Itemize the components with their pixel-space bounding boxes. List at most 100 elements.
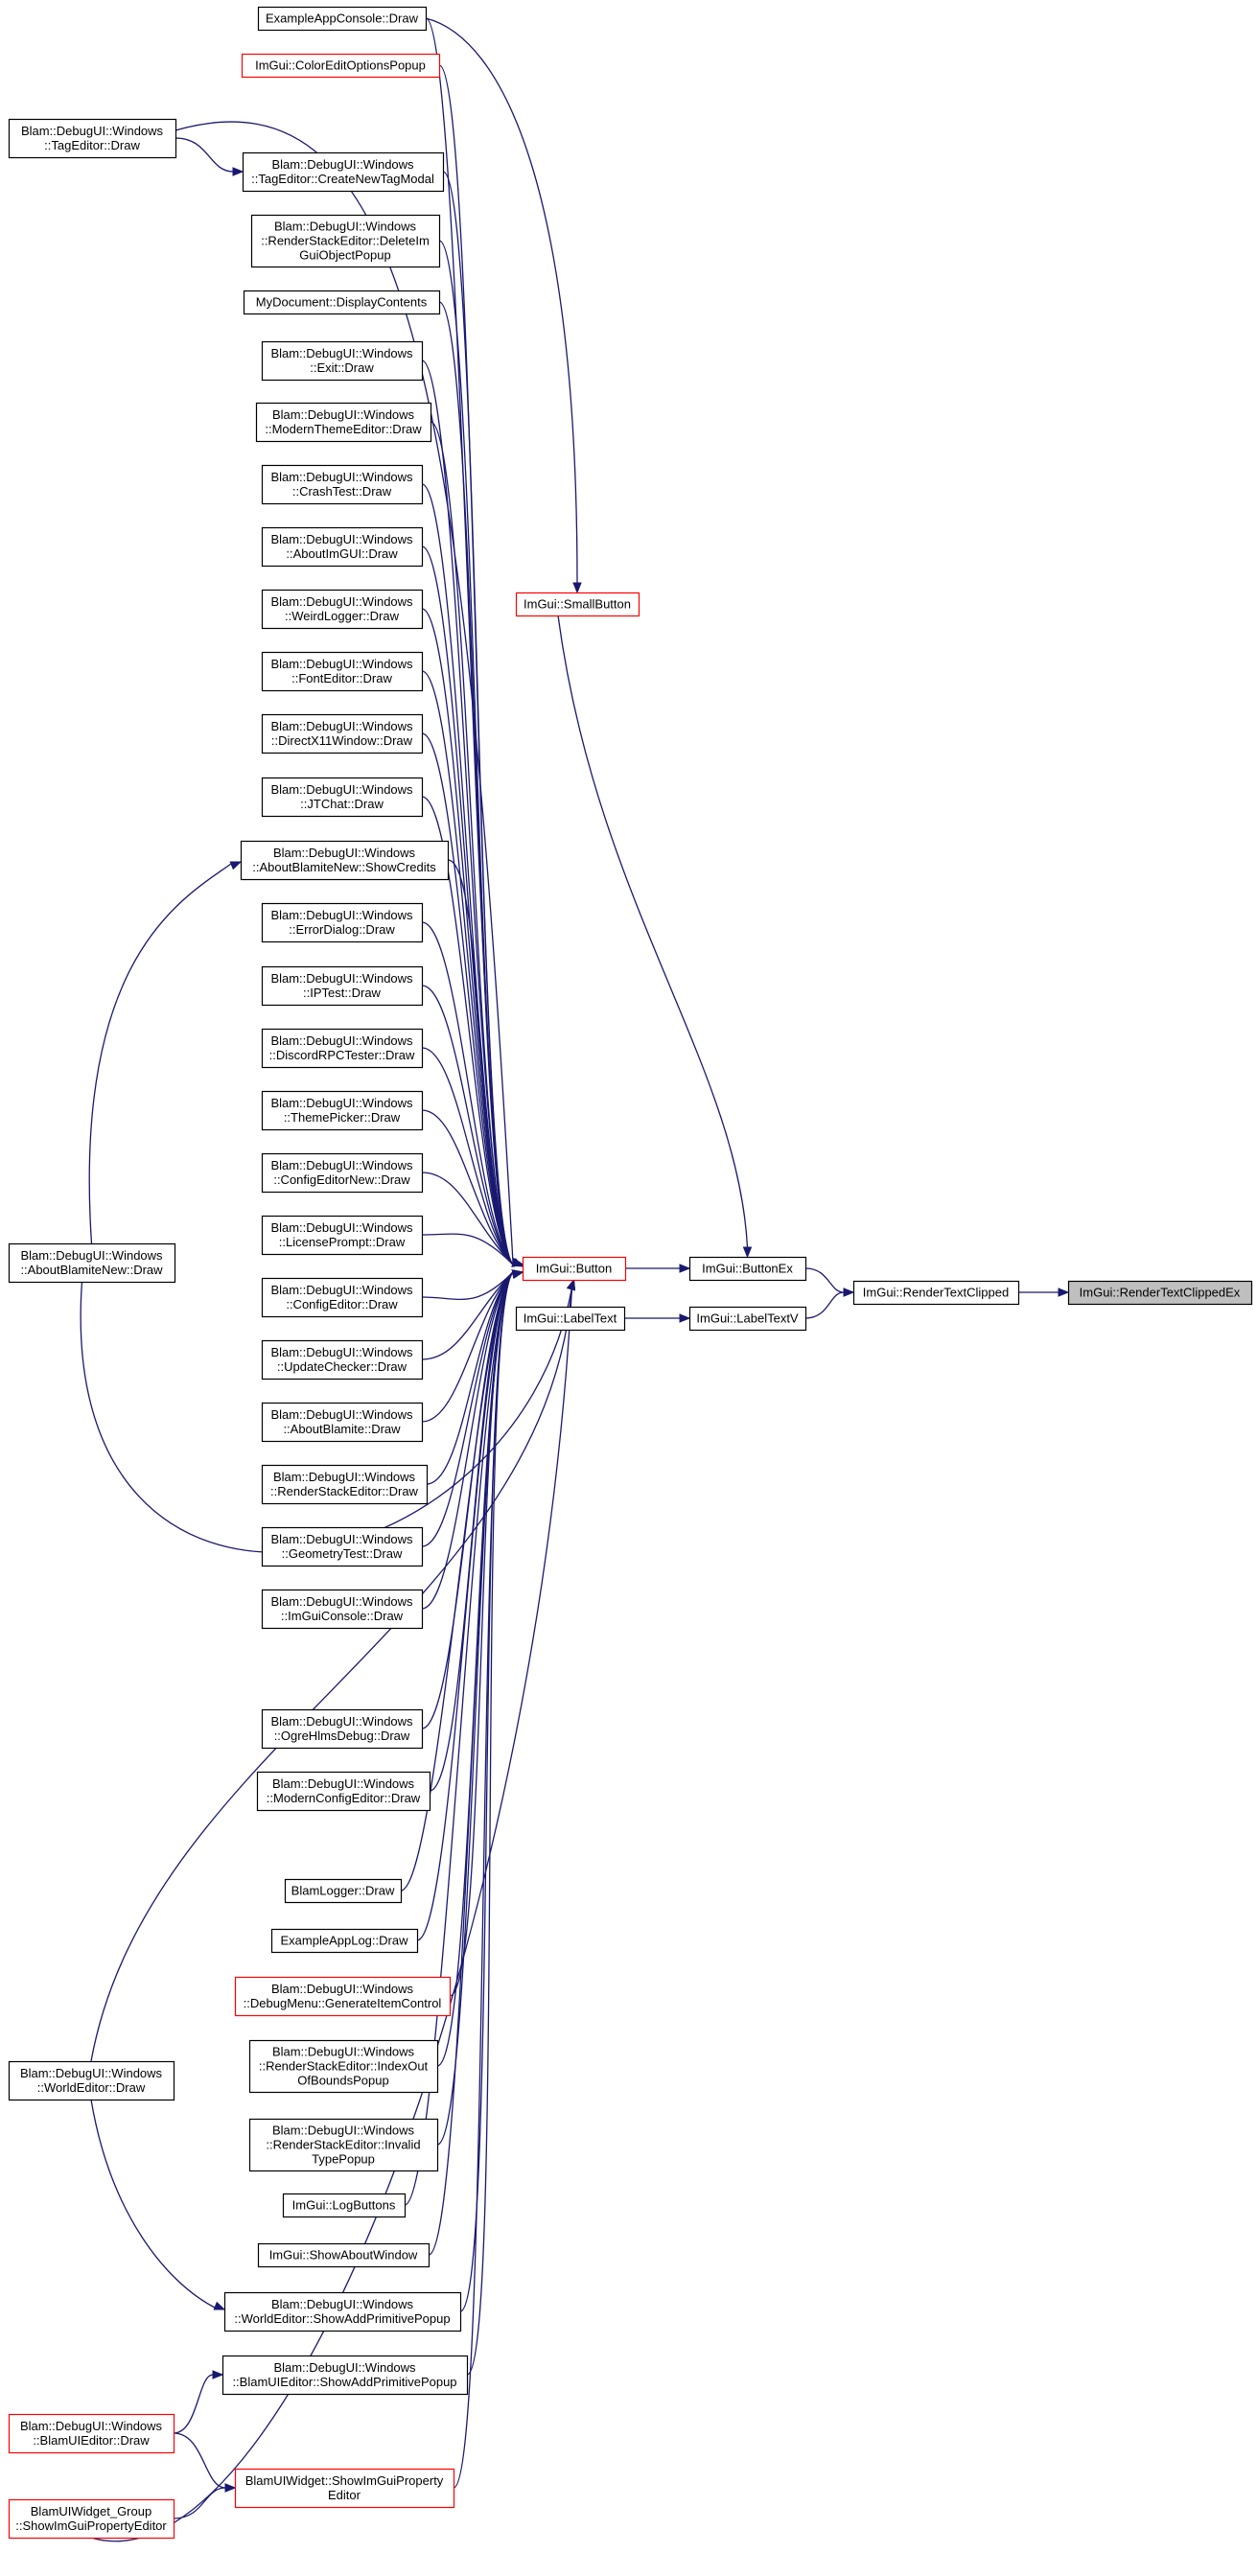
node-error-dialog-draw[interactable]: Blam::DebugUI::Windows::ErrorDialog::Dra… — [261, 902, 424, 943]
node-tag-editor-draw[interactable]: Blam::DebugUI::Windows::TagEditor::Draw — [8, 118, 177, 159]
edge-tag-editor-draw-to-tag-editor-create-new-tag-modal — [175, 137, 244, 176]
node-blam-ui-editor-draw[interactable]: Blam::DebugUI::Windows::BlamUIEditor::Dr… — [8, 2413, 175, 2454]
node-about-blamite-new-draw[interactable]: Blam::DebugUI::Windows::AboutBlamiteNew:… — [8, 1242, 176, 1284]
node-modern-theme-editor-draw[interactable]: Blam::DebugUI::Windows::ModernThemeEdito… — [255, 402, 432, 443]
node-box — [261, 1526, 424, 1567]
node-geometry-test-draw[interactable]: Blam::DebugUI::Windows::GeometryTest::Dr… — [261, 1526, 424, 1567]
node-label: ImGui::ShowAboutWindow — [269, 2248, 418, 2263]
node-world-editor-draw[interactable]: Blam::DebugUI::Windows::WorldEditor::Dra… — [8, 2060, 175, 2101]
edge-line — [426, 1271, 514, 1485]
node-box — [261, 1339, 424, 1381]
node-layer: ExampleAppConsole::DrawImGui::ColorEditO… — [8, 6, 1253, 2540]
edge-line — [421, 1271, 514, 1360]
node-example-app-log-draw[interactable]: ExampleAppLog::Draw — [270, 1928, 419, 1954]
node-box — [256, 1771, 431, 1812]
node-imgui-label-text-v[interactable]: ImGui::LabelTextV — [688, 1306, 807, 1332]
node-box — [243, 290, 441, 315]
node-weird-logger-draw[interactable]: Blam::DebugUI::Windows::WeirdLogger::Dra… — [261, 589, 424, 630]
node-modern-config-editor-draw[interactable]: Blam::DebugUI::Windows::ModernConfigEdit… — [256, 1771, 431, 1812]
node-box — [515, 592, 640, 617]
node-box — [261, 526, 424, 568]
node-discord-rpc-tester-draw[interactable]: Blam::DebugUI::Windows::DiscordRPCTester… — [261, 1028, 424, 1069]
node-color-edit-options-popup[interactable]: ImGui::ColorEditOptionsPopup — [241, 53, 441, 79]
node-imgui-show-about-window[interactable]: ImGui::ShowAboutWindow — [257, 2242, 431, 2268]
node-label: ::DiscordRPCTester::Draw — [269, 1048, 415, 1062]
node-label: Blam::DebugUI::Windows — [270, 971, 413, 986]
edge-layer — [80, 17, 1070, 2542]
node-blam-logger-draw[interactable]: BlamLogger::Draw — [284, 1878, 403, 1904]
node-label: ::ErrorDialog::Draw — [289, 922, 395, 937]
node-jtchat-draw[interactable]: Blam::DebugUI::Windows::JTChat::Draw — [261, 777, 424, 818]
node-config-editor-draw[interactable]: Blam::DebugUI::Windows::ConfigEditor::Dr… — [261, 1277, 424, 1318]
edge-arrowhead — [572, 582, 582, 594]
node-ogre-hlms-debug-draw[interactable]: Blam::DebugUI::Windows::OgreHlmsDebug::D… — [261, 1708, 424, 1750]
node-label: ::AboutBlamite::Draw — [283, 1422, 401, 1436]
node-label: Blam::DebugUI::Windows — [270, 1594, 413, 1609]
edge-render-stack-editor-index-out-to-imgui-button — [436, 1269, 524, 2067]
node-render-stack-editor-index-out[interactable]: Blam::DebugUI::Windows::RenderStackEdito… — [248, 2039, 439, 2094]
edge-line — [430, 421, 514, 1265]
node-about-imgui-draw[interactable]: Blam::DebugUI::Windows::AboutImGUI::Draw — [261, 526, 424, 568]
node-blam-ui-widget-show-imgui-property-editor[interactable]: BlamUIWidget::ShowImGuiPropertyEditor — [234, 2468, 455, 2509]
node-imgui-small-button[interactable]: ImGui::SmallButton — [515, 592, 640, 617]
edge-line — [421, 1271, 514, 1610]
edge-line — [425, 17, 514, 1265]
node-config-editor-new-draw[interactable]: Blam::DebugUI::Windows::ConfigEditorNew:… — [261, 1152, 424, 1194]
edge-arrowhead — [224, 2483, 237, 2493]
node-imgui-render-text-clipped[interactable]: ImGui::RenderTextClipped — [852, 1280, 1020, 1306]
edge-geometry-test-draw-to-imgui-button — [421, 1269, 524, 1547]
node-blam-ui-editor-show-add-primitive-popup[interactable]: Blam::DebugUI::Windows::BlamUIEditor::Sh… — [221, 2355, 469, 2396]
node-label: ::LicensePrompt::Draw — [279, 1235, 406, 1249]
node-box — [234, 2468, 455, 2509]
edge-arrowhead — [232, 167, 244, 176]
node-blam-ui-widget-group-show-imgui-property-editor[interactable]: BlamUIWidget_Group::ShowImGuiPropertyEdi… — [8, 2498, 175, 2540]
node-box — [522, 1256, 627, 1282]
node-update-checker-draw[interactable]: Blam::DebugUI::Windows::UpdateChecker::D… — [261, 1339, 424, 1381]
edge-line — [400, 1271, 514, 1891]
node-tag-editor-create-new-tag-modal[interactable]: Blam::DebugUI::Windows::TagEditor::Creat… — [242, 151, 445, 193]
edge-line — [421, 360, 514, 1265]
node-label: ::WeirdLogger::Draw — [285, 609, 400, 623]
edge-line — [90, 1287, 573, 2062]
edge-line — [173, 2432, 226, 2489]
node-exit-draw[interactable]: Blam::DebugUI::Windows::Exit::Draw — [261, 340, 424, 382]
node-render-stack-editor-delete-popup[interactable]: Blam::DebugUI::Windows::RenderStackEdito… — [250, 214, 441, 268]
node-box — [241, 53, 441, 79]
edge-line — [421, 670, 514, 1265]
node-render-stack-editor-invalid-type[interactable]: Blam::DebugUI::Windows::RenderStackEdito… — [248, 2118, 439, 2172]
node-license-prompt-draw[interactable]: Blam::DebugUI::Windows::LicensePrompt::D… — [261, 1215, 424, 1256]
node-imgui-console-draw[interactable]: Blam::DebugUI::Windows::ImGuiConsole::Dr… — [261, 1589, 424, 1630]
edge-line — [436, 1271, 514, 2067]
node-example-app-console-draw[interactable]: ExampleAppConsole::Draw — [257, 6, 428, 32]
node-world-editor-show-add-primitive-popup[interactable]: Blam::DebugUI::Windows::WorldEditor::Sho… — [223, 2291, 462, 2332]
node-imgui-log-buttons[interactable]: ImGui::LogButtons — [282, 2193, 407, 2218]
node-label: ::DebugMenu::GenerateItemControl — [244, 1996, 442, 2010]
node-font-editor-draw[interactable]: Blam::DebugUI::Windows::FontEditor::Draw — [261, 651, 424, 692]
node-ip-test-draw[interactable]: Blam::DebugUI::Windows::IPTest::Draw — [261, 965, 424, 1007]
node-crash-test-draw[interactable]: Blam::DebugUI::Windows::CrashTest::Draw — [261, 464, 424, 505]
node-box — [261, 340, 424, 382]
node-label: Blam::DebugUI::Windows — [270, 346, 413, 360]
node-imgui-render-text-clipped-ex[interactable]: ImGui::RenderTextClippedEx — [1067, 1280, 1253, 1306]
node-imgui-label-text[interactable]: ImGui::LabelText — [515, 1306, 626, 1332]
edge-line — [175, 137, 234, 173]
node-debug-menu-generate-item-control[interactable]: Blam::DebugUI::Windows::DebugMenu::Gener… — [234, 1976, 452, 2017]
node-about-blamite-new-show-credits[interactable]: Blam::DebugUI::Windows::AboutBlamiteNew:… — [240, 840, 450, 881]
node-label: Blam::DebugUI::Windows — [271, 2297, 414, 2311]
node-label: Blam::DebugUI::Windows — [273, 2360, 416, 2375]
edge-example-app-console-draw-to-imgui-small-button — [425, 17, 582, 594]
node-about-blamite-draw[interactable]: Blam::DebugUI::Windows::AboutBlamite::Dr… — [261, 1402, 424, 1443]
node-label: ::RenderStackEditor::Draw — [270, 1484, 419, 1498]
node-directx11-window-draw[interactable]: Blam::DebugUI::Windows::DirectX11Window:… — [261, 713, 424, 754]
node-render-stack-editor-draw[interactable]: Blam::DebugUI::Windows::RenderStackEdito… — [261, 1464, 429, 1505]
node-imgui-button[interactable]: ImGui::Button — [522, 1256, 627, 1282]
edge-about-blamite-new-draw-to-about-blamite-new-show-credits — [88, 861, 243, 1244]
edge-line — [557, 615, 749, 1248]
node-theme-picker-draw[interactable]: Blam::DebugUI::Windows::ThemePicker::Dra… — [261, 1090, 424, 1131]
node-my-document-display-contents[interactable]: MyDocument::DisplayContents — [243, 290, 441, 315]
node-box — [261, 1215, 424, 1256]
node-box — [261, 965, 424, 1007]
node-imgui-button-ex[interactable]: ImGui::ButtonEx — [688, 1256, 807, 1282]
edge-arrowhead — [679, 1313, 691, 1323]
